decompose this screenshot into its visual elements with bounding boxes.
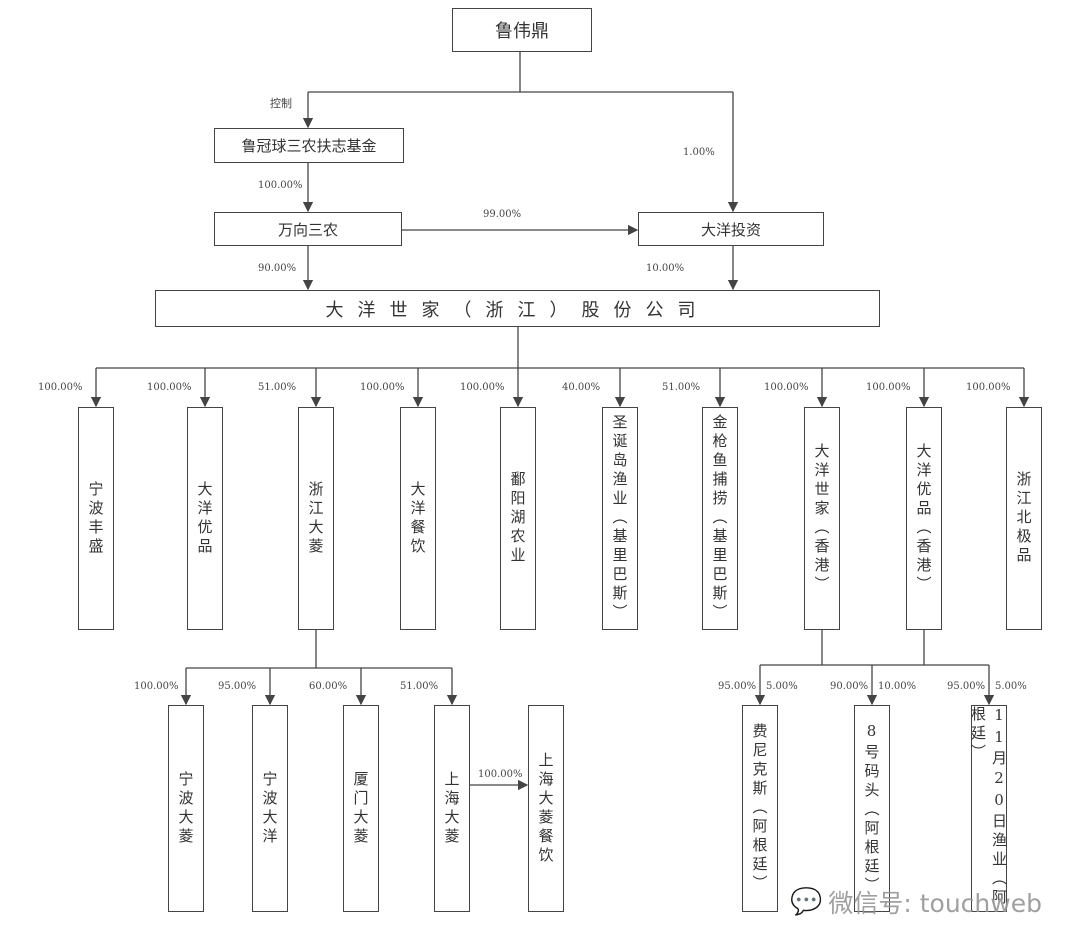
node-label: 大洋餐饮 — [408, 480, 427, 557]
node-lu-weiding: 鲁伟鼎 — [452, 8, 592, 52]
node-label: 浙江大菱 — [306, 480, 325, 557]
node-fund: 鲁冠球三农扶志基金 — [214, 128, 404, 163]
node-label: 大洋世家（香港） — [812, 442, 831, 595]
node-label: 大洋优品（香港） — [914, 442, 933, 595]
pct-label: 51.00% — [400, 681, 439, 692]
pct-label: 99.00% — [483, 209, 522, 220]
node-label: 圣诞岛渔业（基里巴斯） — [610, 414, 629, 623]
pct-label: 40.00% — [562, 382, 601, 393]
argentina-node: 8号码头（阿根廷） — [854, 705, 890, 912]
pct-label: 10.00% — [878, 681, 917, 692]
node-label: 宁波大菱 — [176, 770, 195, 847]
pct-label: 1.00% — [683, 147, 715, 158]
node-label: 鄱阳湖农业 — [508, 471, 527, 566]
wechat-icon: 💬 — [790, 887, 823, 917]
node-label: 大洋优品 — [195, 480, 214, 557]
node-label: 大洋投资 — [700, 220, 761, 239]
dalin-child-node: 厦门大菱 — [343, 705, 379, 912]
pct-label: 5.00% — [995, 681, 1027, 692]
node-label: 鲁冠球三农扶志基金 — [241, 137, 377, 155]
node-label: 大洋世家（浙江）股份公司 — [325, 299, 710, 321]
subsidiary-node: 鄱阳湖农业 — [500, 407, 536, 630]
pct-label: 100.00% — [38, 382, 83, 393]
pct-label: 90.00% — [830, 681, 869, 692]
subsidiary-node: 浙江大菱 — [298, 407, 334, 630]
pct-label: 100.00% — [134, 681, 179, 692]
node-main-company: 大洋世家（浙江）股份公司 — [155, 290, 880, 327]
pct-label: 100.00% — [478, 769, 523, 780]
subsidiary-node: 大洋世家（香港） — [804, 407, 840, 630]
argentina-node: 费尼克斯（阿根廷） — [742, 705, 778, 912]
pct-label: 100.00% — [360, 382, 405, 393]
subsidiary-node: 大洋优品（香港） — [906, 407, 942, 630]
node-label: 宁波丰盛 — [86, 480, 105, 557]
pct-label: 95.00% — [218, 681, 257, 692]
node-label: 宁波大洋 — [260, 770, 279, 847]
subsidiary-node: 大洋餐饮 — [400, 407, 436, 630]
pct-label: 90.00% — [258, 263, 297, 274]
control-label: 控制 — [270, 97, 292, 110]
node-label: 万向三农 — [277, 220, 338, 239]
node-label: 11月20日渔业（阿根廷） — [969, 706, 1008, 908]
node-label: 金枪鱼捕捞（基里巴斯） — [710, 414, 729, 623]
pct-label: 100.00% — [460, 382, 505, 393]
pct-label: 100.00% — [258, 180, 303, 191]
subsidiary-node: 浙江北极品 — [1006, 407, 1042, 630]
dalin-child-node: 宁波大菱 — [168, 705, 204, 912]
subsidiary-node: 大洋优品 — [187, 407, 223, 630]
pct-label: 5.00% — [766, 681, 798, 692]
dalin-child-node: 上海大菱 — [434, 705, 470, 912]
pct-label: 51.00% — [662, 382, 701, 393]
pct-label: 51.00% — [258, 382, 297, 393]
subsidiary-node: 金枪鱼捕捞（基里巴斯） — [702, 407, 738, 630]
subsidiary-node: 宁波丰盛 — [78, 407, 114, 630]
watermark: 💬 微信号: touchweb — [790, 884, 1042, 920]
pct-label: 95.00% — [947, 681, 986, 692]
argentina-node: 11月20日渔业（阿根廷） — [969, 705, 1008, 912]
shanghai-dalin-catering-node: 上海大菱餐饮 — [528, 705, 564, 912]
pct-label: 100.00% — [764, 382, 809, 393]
subsidiary-node: 圣诞岛渔业（基里巴斯） — [602, 407, 638, 630]
node-label: 鲁伟鼎 — [495, 21, 549, 42]
pct-label: 95.00% — [718, 681, 757, 692]
node-label: 上海大菱餐饮 — [536, 751, 555, 866]
pct-label: 100.00% — [866, 382, 911, 393]
dalin-child-node: 宁波大洋 — [252, 705, 288, 912]
node-label: 厦门大菱 — [351, 770, 370, 847]
node-wanxiang: 万向三农 — [214, 212, 402, 246]
node-label: 费尼克斯（阿根廷） — [750, 723, 769, 894]
node-label: 8号码头（阿根廷） — [862, 721, 881, 896]
node-dayang-invest: 大洋投资 — [638, 212, 824, 246]
pct-label: 10.00% — [646, 263, 685, 274]
pct-label: 100.00% — [966, 382, 1011, 393]
node-label: 上海大菱 — [442, 770, 461, 847]
node-label: 浙江北极品 — [1014, 471, 1033, 566]
watermark-text: 微信号: touchweb — [828, 889, 1042, 918]
pct-label: 60.00% — [309, 681, 348, 692]
pct-label: 100.00% — [147, 382, 192, 393]
